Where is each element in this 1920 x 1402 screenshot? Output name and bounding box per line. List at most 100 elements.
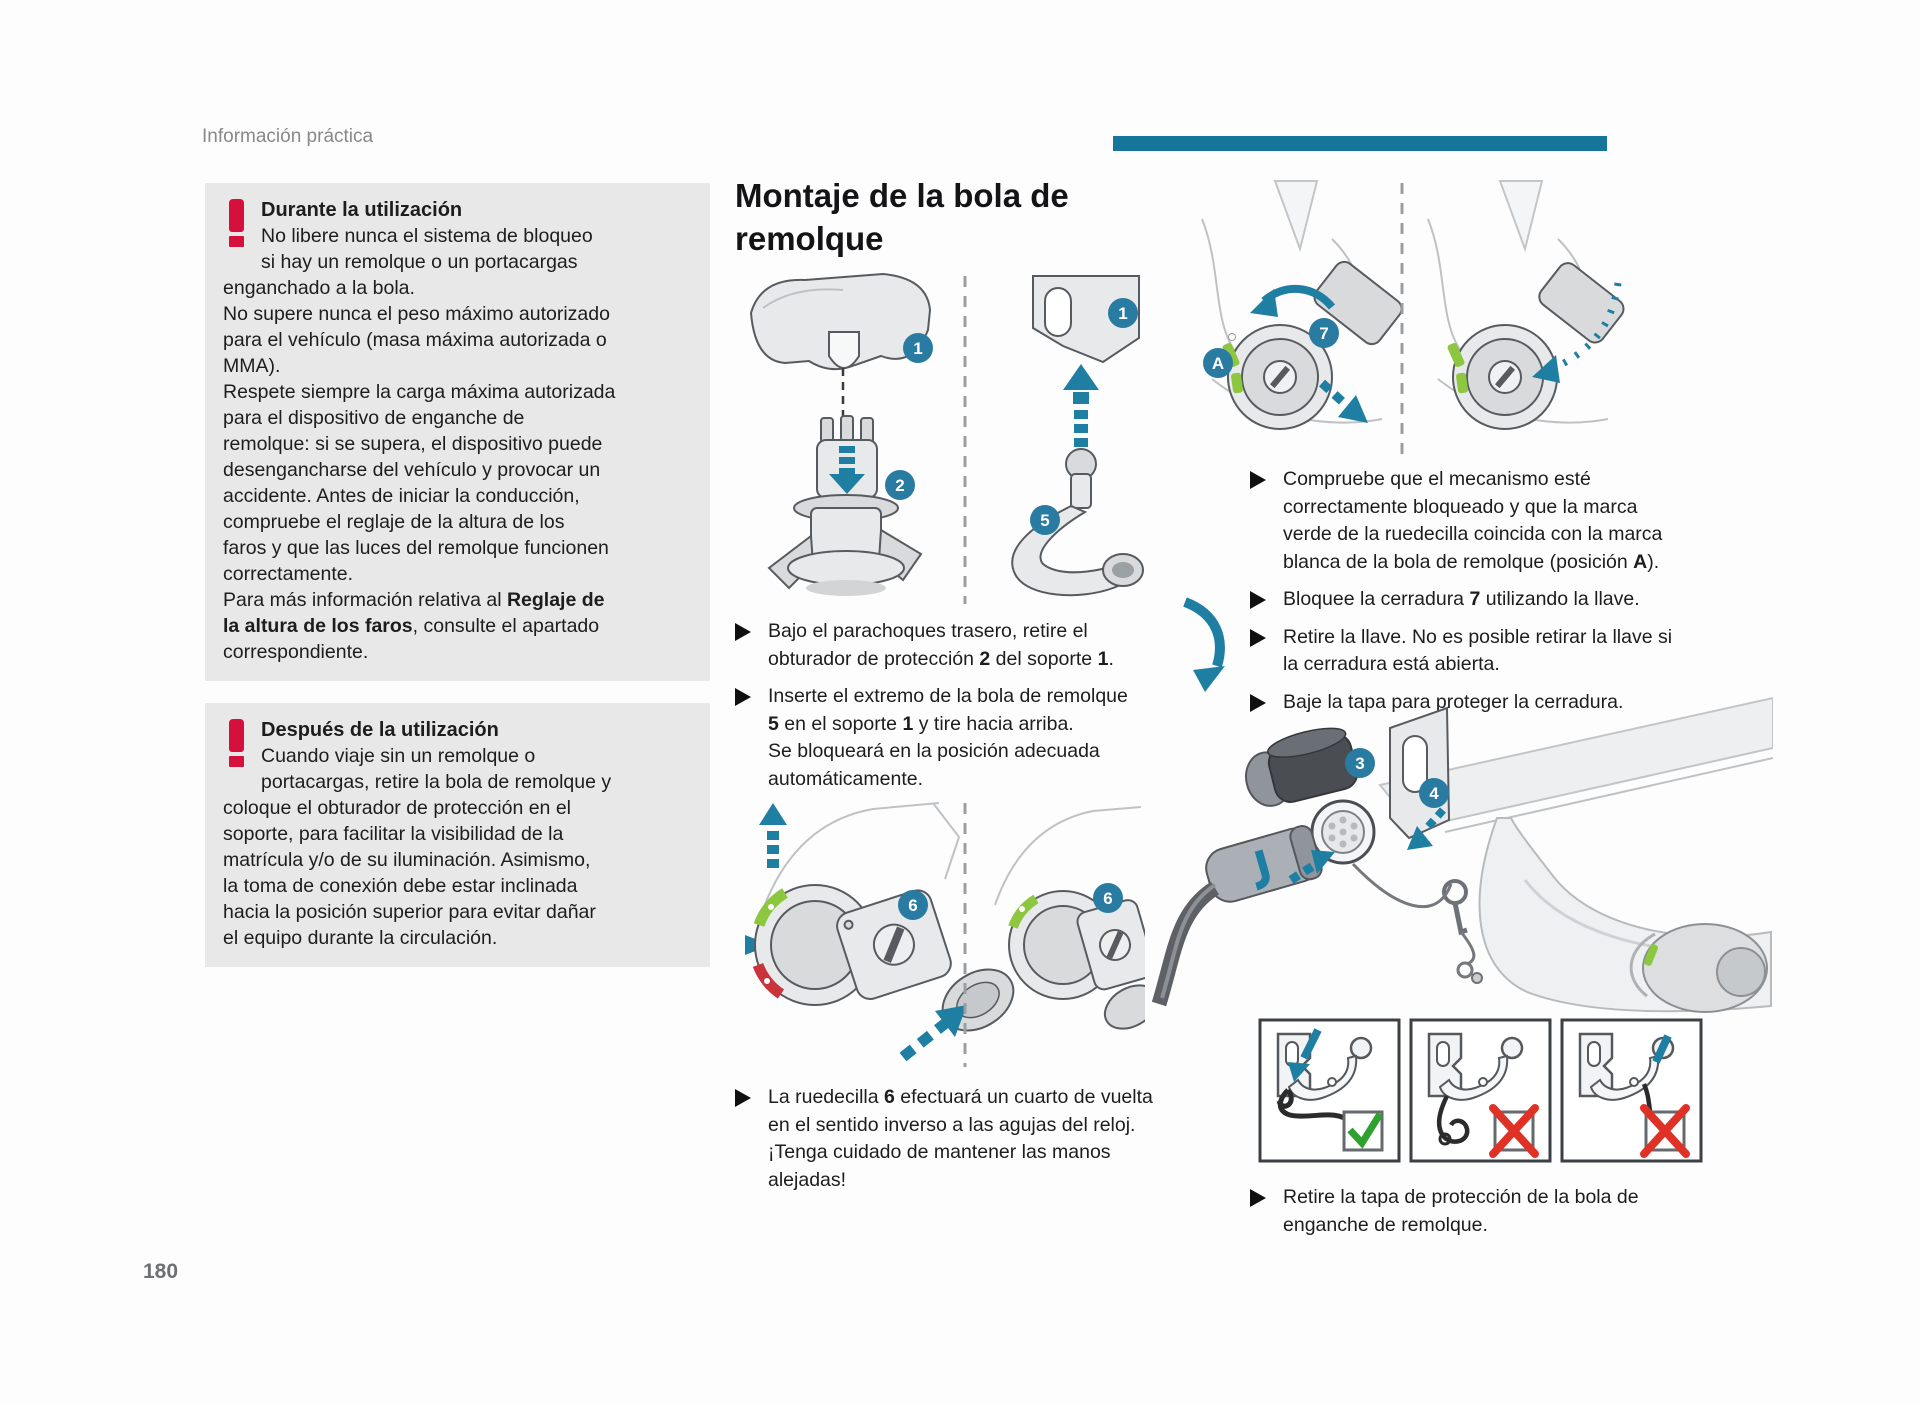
step-item: Bloquee la cerradura 7 utilizando la lla… [1250,586,1780,614]
page-title: Montaje de la bola de remolque [735,177,1069,257]
socket-drawing [1310,799,1376,865]
arrow-down-left-dashed-icon [1407,807,1446,850]
open-cover-drawing [1313,260,1403,346]
plug-drawing [1205,825,1323,903]
callout-1: 1 [903,333,933,363]
arrow-right-dashed-icon [1288,850,1335,884]
callout-A: A [1203,348,1233,378]
step-marker-icon [1250,1189,1266,1207]
section-accent-bar [1113,136,1607,151]
page-number: 180 [143,1260,179,1283]
svg-text:6: 6 [1103,889,1112,908]
svg-text:2: 2 [895,476,904,495]
warning-box-after-use: Después de la utilización Cuando viaje s… [205,703,710,967]
step-item: Retire la llave. No es posible retirar l… [1250,624,1780,679]
warning-paragraph: No supere nunca el peso máximo autorizad… [223,303,610,377]
support-bracket-drawing [1032,275,1140,364]
arrow-down-left-icon [1652,1034,1672,1064]
cable-hanging-drawing [1436,1094,1470,1144]
figure-locking-wheel: 6 6 [733,795,1145,1075]
warning-title: Durante la utilización [261,199,463,221]
callout-5: 5 [1030,505,1060,535]
svg-text:3: 3 [1355,754,1364,773]
support-base-drawing [767,494,923,596]
open-cover-drawing [1538,262,1625,344]
towball-drawing [1349,1036,1373,1060]
wheel-step: La ruedecilla 6 efectuará un cuarto de v… [735,1084,1165,1204]
figure-support-and-towball: 1 2 1 5 [733,268,1145,612]
green-mark [1644,944,1658,966]
callout-7: 7 [1309,318,1339,348]
step-item: Inserte el extremo de la bola de remolqu… [735,683,1160,793]
figure-socket-connection-svg: 3 4 [1151,597,1773,1013]
svg-text:A: A [1212,354,1224,373]
svg-text:5: 5 [1040,511,1049,530]
svg-text:7: 7 [1319,324,1328,343]
figure-locking-wheel-svg: 6 6 [745,802,1145,1067]
figure-lock-check: 7 A [1180,177,1632,467]
warning-exclamation-icon [229,199,245,249]
step-marker-icon [1250,471,1266,489]
figure-lock-check-svg: 7 A [1201,180,1625,461]
support-bracket-drawing [1389,706,1451,840]
lock-flap-drawing [1076,899,1145,991]
figure-support-and-towball-svg: 1 2 1 5 [749,272,1144,604]
callout-6: 6 [898,890,928,920]
warning-paragraph: Respete siempre la carga máxima autoriza… [223,381,616,585]
mechanism-wheel-drawing [1222,324,1333,430]
step-item: La ruedecilla 6 efectuará un cuarto de v… [735,1084,1165,1194]
callout-6b: 6 [1093,883,1123,913]
arrow-down-right-icon [1318,379,1368,423]
callout-2: 2 [885,470,915,500]
step-marker-icon [1250,628,1266,647]
lock-flap-drawing [836,889,952,1000]
green-mark [1231,372,1243,394]
warning-box-during-use: Durante la utilización No libere nunca e… [205,183,710,681]
arm-drawing [1589,1054,1660,1101]
arrow-dotted-left-icon [1532,282,1622,383]
cross-icon [1489,1104,1539,1158]
warning-exclamation-icon [229,719,245,769]
svg-text:6: 6 [908,896,917,915]
arrow-up-left-icon [899,1005,967,1062]
arrow-counterclockwise-icon [1250,285,1336,317]
arm-drawing [1287,1054,1358,1101]
step-marker-icon [735,688,751,706]
warning-title: Después de la utilización [261,719,499,741]
svg-text:4: 4 [1429,784,1439,803]
mechanism-wheel-drawing [1447,324,1558,430]
svg-text:1: 1 [1118,304,1127,323]
towball-drawing [1500,1036,1524,1060]
figure-cable-positions [1258,1018,1703,1163]
breadcrumb: Información práctica [202,126,374,147]
socket-cap-drawing [1245,727,1359,807]
cap-step: Retire la tapa de protección de la bola … [1250,1184,1770,1249]
callout-4: 4 [1419,778,1449,808]
cross-icon [1640,1104,1690,1158]
panel-cable-looped-incorrect [1560,1018,1703,1163]
step-item: Retire la tapa de protección de la bola … [1250,1184,1770,1239]
step-marker-icon [1250,591,1266,609]
arrow-down-left-icon [1288,1028,1322,1082]
step-item: Baje la tapa para proteger la cerradura. [1250,689,1780,717]
step-marker-icon [735,623,751,641]
warning-paragraph: Para más información relativa al Reglaje… [223,589,605,663]
svg-text:1: 1 [913,339,922,358]
callout-3: 3 [1345,748,1375,778]
panel-cable-hanging-incorrect [1409,1018,1552,1163]
bumper-underside-drawing [749,272,932,371]
check-icon [1342,1110,1384,1152]
arrow-up-icon [1063,364,1099,447]
panel-cable-correct [1258,1018,1401,1163]
callout-1b: 1 [1108,298,1138,328]
towball-arm-drawing [1478,817,1772,1013]
figure-socket-connection: 3 4 [1145,580,1773,1015]
step-marker-icon [735,1089,751,1107]
